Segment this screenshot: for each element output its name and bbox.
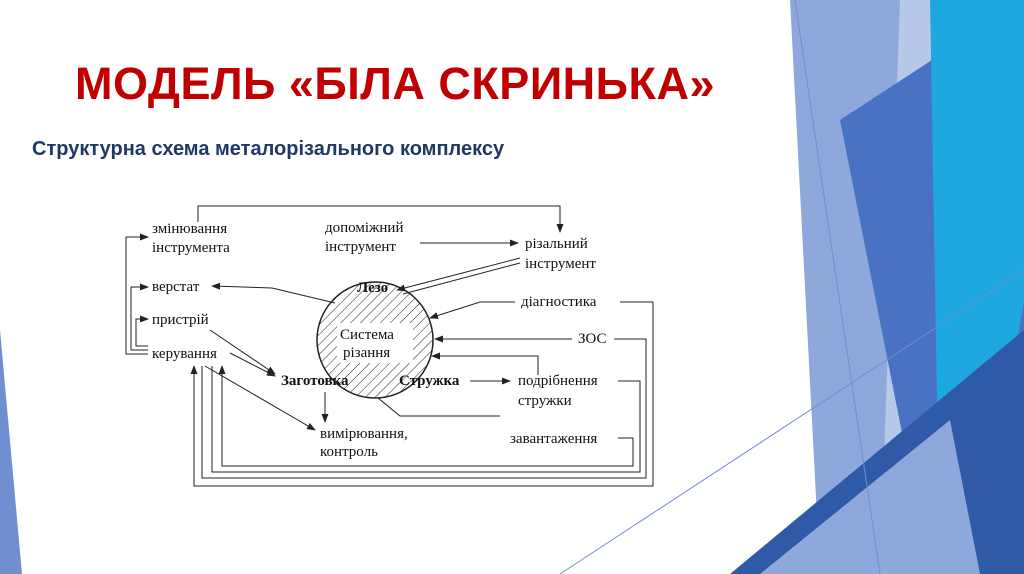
deco-left-strip [0,330,22,574]
connector-chip-right [211,366,641,473]
node-aux-tool-1: допоміжний [325,220,403,236]
node-measurement-2: контроль [320,444,378,460]
connector-cutting-to-edge-1 [396,257,521,292]
connector-chip-crushing [431,352,539,375]
slide-title: МОДЕЛЬ «БІЛА СКРИНЬКА» [75,58,715,109]
node-cutting-tool-1: різальний [525,236,588,252]
connector-cutting-to-edge-2 [402,262,521,295]
node-chip-crushing-2: стружки [518,393,572,409]
deco-lower-light [760,420,980,574]
node-chip-crushing-1: подрібнення [518,373,598,389]
connector-circle-to-loading [377,397,500,417]
node-measurement-1: вимірювання, [320,426,408,442]
node-loading: завантаження [510,431,597,447]
connector-left-outer [125,233,149,355]
node-diagnostics: діагностика [521,294,597,310]
node-fixture: пристрій [152,312,209,328]
connector-diagnostics-right [190,301,654,487]
connector-loading-right [218,365,634,467]
cutting-system-label-2: різання [343,345,390,361]
node-control: керування [152,346,217,362]
connector-machine-arrow [211,282,273,290]
chips-label: Стружка [399,373,460,389]
connector-top-loop [197,205,564,233]
node-aux-tool-2: інструмент [325,239,396,255]
connector-fixture-to-workpiece [209,329,276,375]
edge-label: Лезо [357,280,388,296]
connector-lubricant-right [201,338,647,479]
connector-diagnostics [429,301,515,319]
node-lubricant: ЗОС [578,331,607,347]
workpiece-label: Заготовка [281,373,349,389]
node-cutting-tool-2: інструмент [525,256,596,272]
slide-subtitle: Структурна схема металорізального компле… [32,138,505,160]
node-tool-change-1: змінювання [152,221,227,237]
deco-thin-line-1 [794,0,881,574]
cutting-system-label-bg [337,323,413,363]
node-tool-change-2: інструмента [152,240,230,256]
cutting-system-label-1: Система [340,327,394,343]
connector-edge-to-machine [271,287,336,304]
deco-thin-line-2 [559,269,1024,574]
node-machine: верстат [152,279,200,295]
connector-control-to-workpiece [229,352,276,377]
connector-left-machine [130,283,149,351]
connector-control-to-measurement [204,365,316,431]
connector-left-fixture [135,315,149,347]
